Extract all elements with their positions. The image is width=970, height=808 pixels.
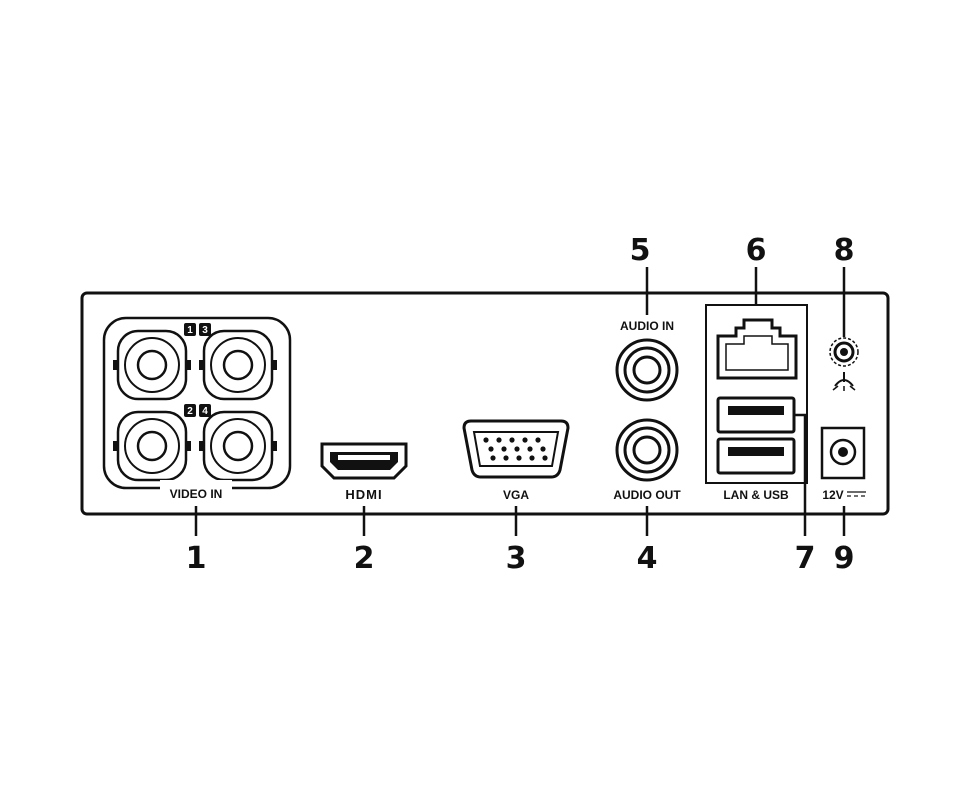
bnc-connector-icon bbox=[199, 329, 277, 401]
callout-3: 3 bbox=[506, 541, 527, 576]
rca-jack-icon bbox=[615, 418, 679, 482]
hdmi-label: HDMI bbox=[345, 487, 382, 502]
audio-out-label: AUDIO OUT bbox=[613, 488, 681, 502]
bnc-connector-icon bbox=[113, 329, 191, 401]
video-in-group: 1 3 2 4 VIDEO IN bbox=[102, 316, 292, 501]
vga-label: VGA bbox=[503, 488, 529, 502]
channel-badge bbox=[199, 323, 211, 336]
channel-badge bbox=[199, 404, 211, 417]
callout-7: 7 bbox=[795, 541, 816, 576]
vga-port-icon bbox=[462, 419, 570, 479]
callout-9: 9 bbox=[834, 541, 855, 576]
channel-badge bbox=[184, 323, 196, 336]
ground-terminal-icon bbox=[829, 337, 859, 391]
rca-jack-icon bbox=[615, 338, 679, 402]
bnc-connector-icon bbox=[113, 410, 191, 482]
usb-port-icon bbox=[716, 396, 796, 434]
bnc-connector-icon bbox=[199, 410, 277, 482]
channel-badge-text: 1 bbox=[187, 325, 193, 336]
lan-usb-label: LAN & USB bbox=[723, 488, 789, 502]
channel-badge-text: 2 bbox=[187, 406, 193, 417]
callout-5: 5 bbox=[630, 233, 651, 268]
power-label: 12V bbox=[822, 488, 843, 502]
dc-power-jack-icon bbox=[820, 426, 866, 480]
callout-4: 4 bbox=[637, 541, 658, 576]
callout-1: 1 bbox=[186, 541, 207, 576]
channel-badge-text: 4 bbox=[202, 406, 208, 417]
hdmi-port-icon bbox=[320, 442, 408, 480]
usb-port-icon bbox=[716, 437, 796, 475]
channel-badge bbox=[184, 404, 196, 417]
video-in-label: VIDEO IN bbox=[170, 487, 223, 501]
audio-in-label: AUDIO IN bbox=[620, 319, 674, 333]
ethernet-port-icon bbox=[716, 318, 798, 380]
lan-usb-group: LAN & USB bbox=[705, 304, 808, 502]
callout-2: 2 bbox=[354, 541, 375, 576]
callout-8: 8 bbox=[834, 233, 855, 268]
callout-6: 6 bbox=[746, 233, 767, 268]
dc-symbol-icon bbox=[847, 491, 866, 497]
channel-badge-text: 3 bbox=[202, 325, 208, 336]
leader-lines bbox=[194, 267, 846, 536]
